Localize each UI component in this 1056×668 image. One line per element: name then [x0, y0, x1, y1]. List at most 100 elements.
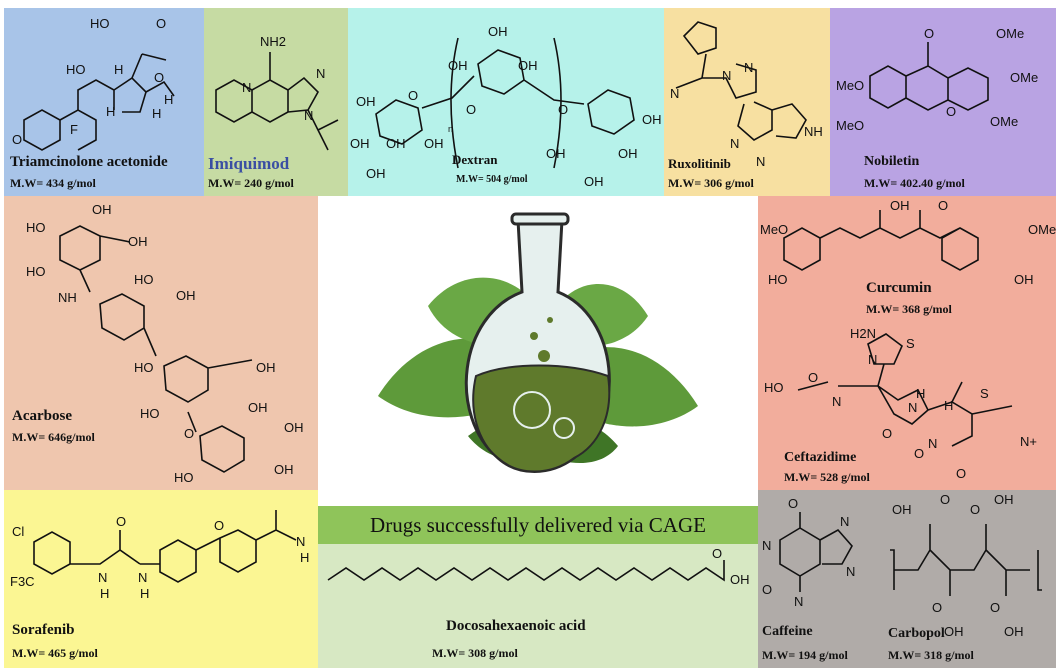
atom-label: OH	[994, 492, 1014, 507]
atom-label: OH	[92, 202, 112, 217]
drug-mw: M.W= 306 g/mol	[668, 176, 754, 190]
panel-ruxolitinib: N N N N N NH Ruxolitinib M.W= 306 g/mol	[664, 8, 830, 196]
panel-dextran: OH OH OH OH O O O OH n OH OH OH OH OH OH…	[348, 8, 664, 196]
atom-label: N	[794, 594, 803, 609]
atom-label: HO	[134, 360, 154, 375]
drug-mw: M.W= 318 g/mol	[888, 648, 974, 662]
atom-label: N	[138, 570, 147, 585]
atom-label: O	[990, 600, 1000, 615]
atom-label: O	[762, 582, 772, 597]
atom-label: OH	[284, 420, 304, 435]
imiquimod-structure: NH2 N N N	[215, 34, 339, 151]
drug-mw: M.W= 646g/mol	[12, 430, 95, 444]
atom-label: HO	[768, 272, 788, 287]
atom-label: OH	[892, 502, 912, 517]
atom-label: OMe	[1010, 70, 1038, 85]
atom-label: OH	[366, 166, 386, 181]
atom-label: O	[882, 426, 892, 441]
atom-label: N	[722, 68, 731, 83]
atom-label: OH	[546, 146, 566, 161]
panel-nobiletin: O OMe MeO O OMe MeO OMe Nobiletin M.W= 4…	[830, 8, 1056, 196]
atom-label: N	[840, 514, 849, 529]
atom-label: N	[846, 564, 855, 579]
dha-structure: O OH	[327, 546, 750, 587]
atom-label: O	[12, 132, 22, 147]
atom-label: NH2	[260, 34, 286, 49]
drug-mw: M.W= 368 g/mol	[866, 302, 952, 316]
atom-label: HO	[26, 220, 46, 235]
atom-label: H	[140, 586, 149, 601]
atom-label: N	[908, 400, 917, 415]
flask-liquid	[472, 364, 611, 473]
drug-mw: M.W= 528 g/mol	[784, 470, 870, 484]
atom-label: N	[756, 154, 765, 169]
atom-label: OH	[176, 288, 196, 303]
drug-mw: M.W= 465 g/mol	[12, 646, 98, 660]
atom-label: F	[70, 122, 78, 137]
atom-label: O	[946, 104, 956, 119]
atom-label: O	[970, 502, 980, 517]
drug-name: Ceftazidime	[784, 450, 857, 465]
atom-label: NH	[804, 124, 823, 139]
atom-label: OH	[1014, 272, 1034, 287]
atom-label: O	[154, 70, 164, 85]
sorafenib-structure: Cl O O N H F3C N N H H	[10, 510, 309, 601]
atom-label: H	[300, 550, 309, 565]
atom-label: N	[98, 570, 107, 585]
atom-label: O	[788, 496, 798, 511]
atom-label: H	[916, 386, 925, 401]
atom-label: O	[914, 446, 924, 461]
atom-label: HO	[140, 406, 160, 421]
atom-label: O	[558, 102, 568, 117]
drug-mw: M.W= 402.40 g/mol	[864, 176, 965, 190]
banner-title: Drugs successfully delivered via CAGE	[318, 506, 758, 544]
atom-label: OH	[730, 572, 750, 587]
drug-name: Dextran	[452, 152, 498, 167]
atom-label: OH	[642, 112, 662, 127]
atom-label: N	[242, 80, 251, 95]
atom-label: OH	[618, 146, 638, 161]
atom-label: N	[832, 394, 841, 409]
atom-label: OH	[1004, 624, 1024, 639]
drug-name: Acarbose	[12, 408, 72, 424]
atom-label: OH	[448, 58, 468, 73]
drug-mw: M.W= 194 g/mol	[762, 648, 848, 662]
caffeine-carbopol-structure: O N N N N O OH O O OH O OH O OH	[762, 492, 1042, 639]
atom-label: O	[408, 88, 418, 103]
atom-label: OH	[128, 234, 148, 249]
atom-label: O	[466, 102, 476, 117]
atom-label: H	[100, 586, 109, 601]
drug-mw: M.W= 308 g/mol	[432, 646, 518, 660]
drug-name: Docosahexaenoic acid	[446, 618, 586, 634]
curcumin-ceftazidime-structure: OH O MeO OMe HO OH H2N S N HO O N N H H …	[760, 198, 1056, 481]
atom-label: OMe	[990, 114, 1018, 129]
bubble	[530, 332, 538, 340]
atom-label: HO	[764, 380, 784, 395]
dextran-structure: OH OH OH OH O O O OH n OH OH OH OH OH OH…	[350, 24, 662, 189]
center-illustration	[318, 196, 758, 498]
atom-label: OH	[248, 400, 268, 415]
atom-label: MeO	[760, 222, 788, 237]
atom-label: HO	[26, 264, 46, 279]
atom-label: O	[156, 16, 166, 31]
atom-label: O	[940, 492, 950, 507]
atom-label: O	[184, 426, 194, 441]
atom-label: OH	[256, 360, 276, 375]
atom-label: O	[924, 26, 934, 41]
panel-acarbose: OH HO OH HO NH HO OH HO OH HO OH O OH HO…	[4, 196, 318, 490]
atom-label: O	[116, 514, 126, 529]
atom-label: OH	[386, 136, 406, 151]
atom-label: H	[944, 398, 953, 413]
atom-label: MeO	[836, 78, 864, 93]
atom-label: O	[214, 518, 224, 533]
atom-label: N	[762, 538, 771, 553]
atom-label: O	[956, 466, 966, 481]
flask-leaves-illustration	[378, 212, 698, 473]
atom-label: O	[712, 546, 722, 561]
atom-label: OH	[350, 136, 370, 151]
acarbose-structure: OH HO OH HO NH HO OH HO OH HO OH O OH HO…	[26, 202, 304, 485]
atom-label: OH	[518, 58, 538, 73]
atom-label: O	[938, 198, 948, 213]
drug-name: Ruxolitinib	[668, 156, 731, 171]
atom-label: N	[316, 66, 325, 81]
